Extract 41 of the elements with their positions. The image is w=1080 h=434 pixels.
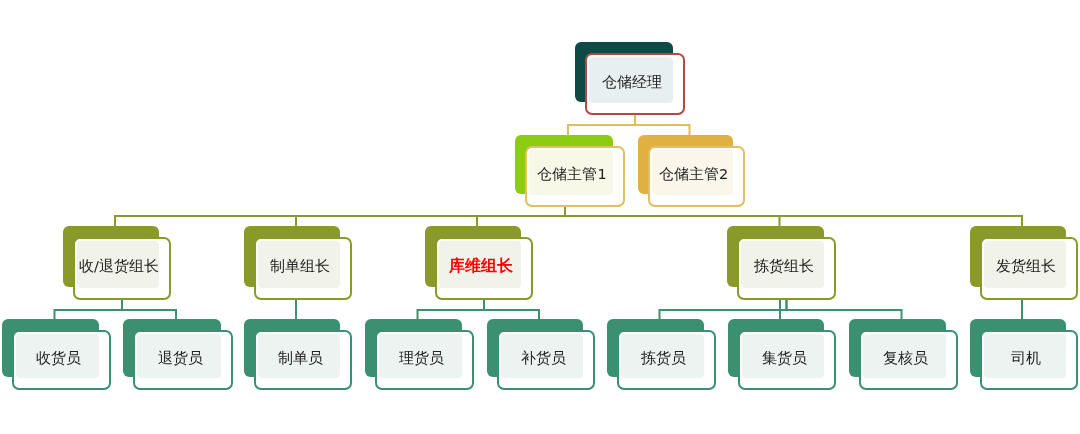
org-chart-box xyxy=(244,319,352,390)
position-title: 收/退货组长 xyxy=(79,257,159,276)
connector-line xyxy=(295,299,297,320)
position-title: 收货员 xyxy=(36,348,81,368)
connector-line xyxy=(483,299,540,320)
connector-line xyxy=(1021,299,1023,320)
org-chart-box xyxy=(849,319,958,390)
org-chart-box xyxy=(2,319,111,390)
org-chart-box xyxy=(727,226,836,300)
position-title: 库维组长 xyxy=(449,256,513,277)
position-title: 仓储主管1 xyxy=(537,165,607,184)
org-chart-box xyxy=(63,226,171,300)
position-title: 制单组长 xyxy=(270,257,330,276)
position-title: 退货员 xyxy=(157,348,203,368)
org-chart-box xyxy=(970,319,1078,390)
position-title: 仓储经理 xyxy=(602,72,662,92)
position-title: 发货组长 xyxy=(996,257,1056,276)
position-title: 拣货组长 xyxy=(753,257,814,276)
position-title: 复核员 xyxy=(883,348,928,368)
org-chart-box xyxy=(515,135,625,207)
connector-line xyxy=(634,114,691,136)
connector-line xyxy=(779,299,781,320)
position-title: 补货员 xyxy=(520,348,566,368)
position-title: 司机 xyxy=(1011,348,1041,368)
connector-line xyxy=(121,299,177,320)
position-title: 制单员 xyxy=(277,348,323,368)
position-title: 集货员 xyxy=(761,348,807,368)
org-chart-box xyxy=(123,319,233,390)
org-chart-box xyxy=(970,226,1078,300)
org-chart-box xyxy=(607,319,716,390)
position-title: 拣货员 xyxy=(641,348,686,368)
org-chart-box xyxy=(575,42,685,115)
org-chart-box xyxy=(638,135,745,207)
org-chart-box xyxy=(365,319,474,390)
position-title: 仓储主管2 xyxy=(658,165,729,184)
position-title: 理货员 xyxy=(399,348,444,368)
org-chart-box xyxy=(244,226,352,300)
connector-line xyxy=(785,299,903,320)
org-chart-box xyxy=(487,319,595,390)
org-chart-box xyxy=(728,319,836,390)
org-chart-box xyxy=(425,226,533,300)
